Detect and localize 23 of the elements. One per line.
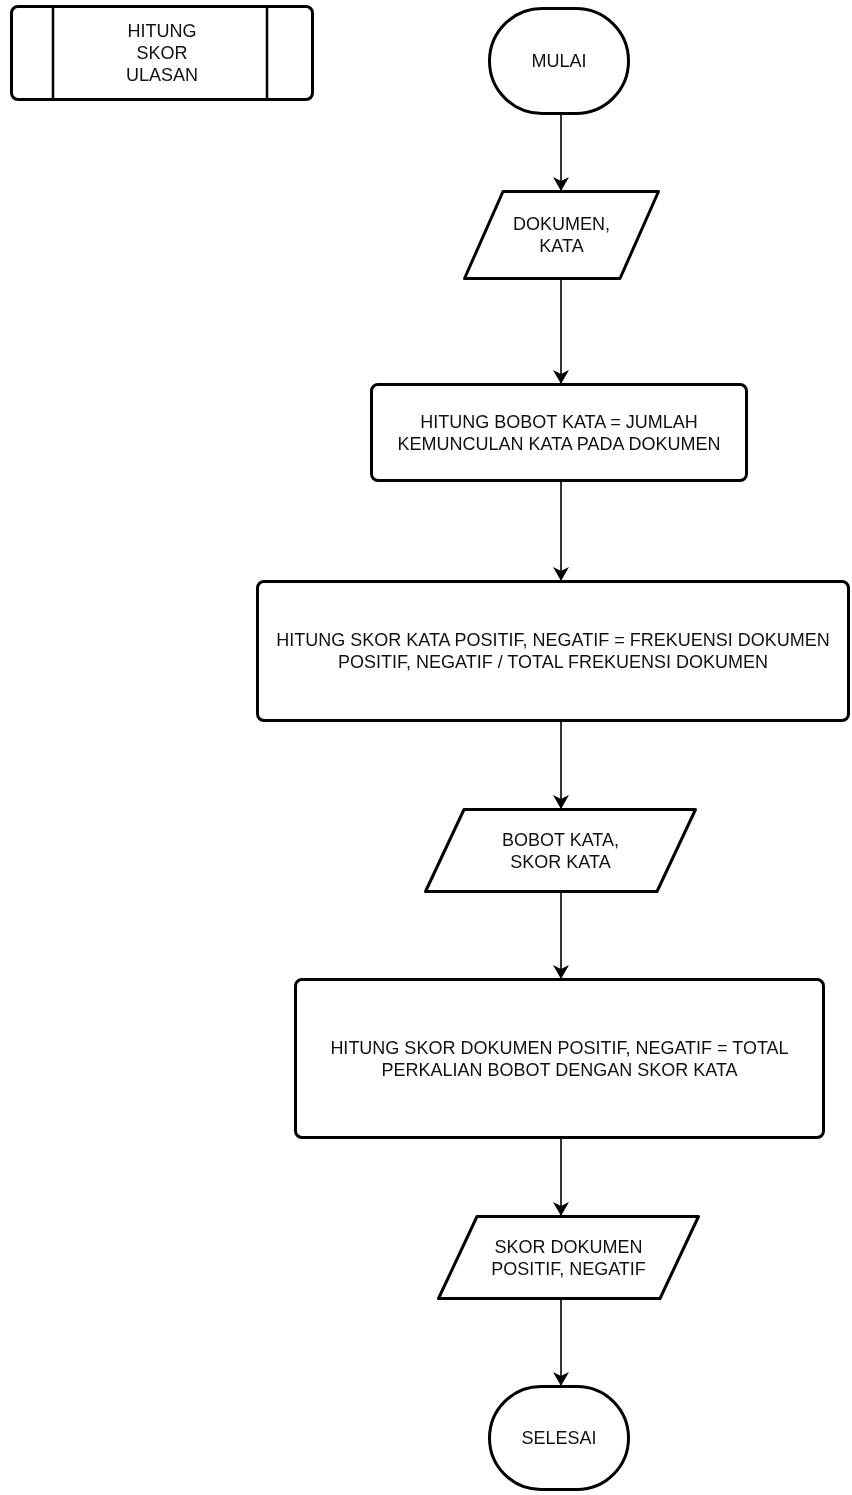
arrow bbox=[553, 1138, 569, 1216]
predefined-process-box bbox=[10, 5, 314, 101]
process-box bbox=[370, 383, 748, 482]
arrow bbox=[553, 279, 569, 384]
input-output-parallelogram bbox=[437, 1215, 700, 1300]
arrow bbox=[553, 721, 569, 809]
arrow bbox=[553, 892, 569, 979]
node-text: DOKUMEN, KATA bbox=[512, 213, 611, 257]
node-text: HITUNG SKOR KATA POSITIF, NEGATIF = FREKUENSI DOKUMEN POSITIF, NEGATIF / TOTAL FREKUENSI DOKUMEN bbox=[275, 629, 831, 673]
input-output-parallelogram bbox=[424, 808, 697, 893]
arrow bbox=[553, 1299, 569, 1386]
node-text: HITUNG SKOR ULASAN bbox=[125, 20, 199, 86]
node-text: SELESAI bbox=[521, 1427, 597, 1449]
node-text: BOBOT KATA, SKOR KATA bbox=[501, 828, 620, 873]
node-text: SKOR DOKUMEN POSITIF, NEGATIF bbox=[490, 1235, 647, 1280]
input-output-parallelogram bbox=[463, 190, 660, 280]
arrow bbox=[553, 114, 569, 191]
process-box bbox=[294, 978, 825, 1139]
node-text: HITUNG SKOR DOKUMEN POSITIF, NEGATIF = TOTAL PERKALIAN BOBOT DENGAN SKOR KATA bbox=[329, 1036, 790, 1081]
node-text: HITUNG BOBOT KATA = JUMLAH KEMUNCULAN KATA PADA DOKUMEN bbox=[396, 410, 722, 455]
process-box bbox=[256, 580, 850, 722]
node-text: MULAI bbox=[531, 50, 587, 72]
arrow bbox=[553, 481, 569, 581]
